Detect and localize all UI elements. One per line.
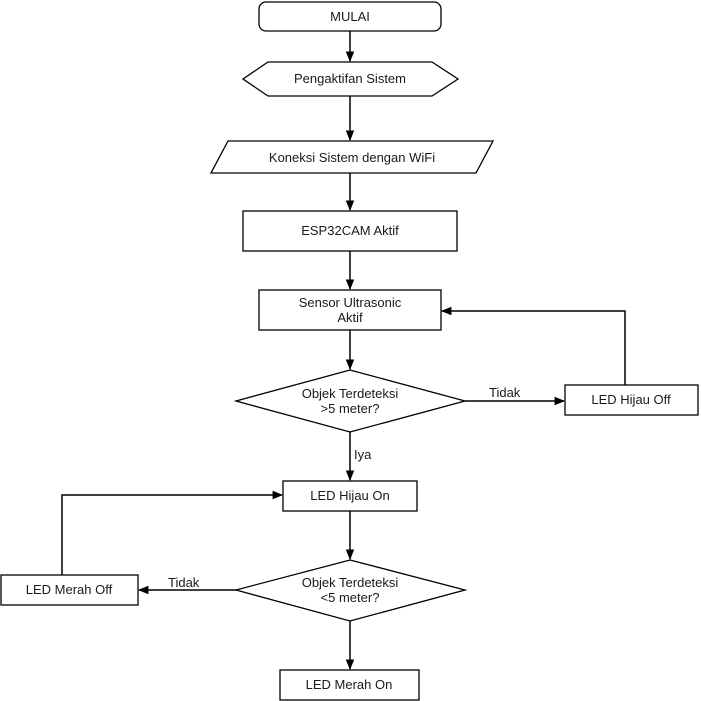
esp32cam-process: ESP32CAM Aktif — [242, 210, 458, 252]
decision2-label-line2: <5 meter? — [321, 590, 380, 605]
led-red-on-process: LED Merah On — [279, 669, 420, 701]
decision-over-5m: Objek Terdeteksi >5 meter? — [233, 369, 468, 433]
led-green-on-label: LED Hijau On — [310, 488, 389, 503]
led-green-off-label: LED Hijau Off — [591, 392, 671, 407]
sensor-label-line2: Aktif — [337, 310, 363, 325]
led-red-on-label: LED Merah On — [306, 677, 393, 692]
led-red-off-process: LED Merah Off — [0, 574, 139, 606]
edge-green-off-loop — [440, 306, 626, 385]
led-green-off-process: LED Hijau Off — [564, 384, 699, 416]
led-green-on-process: LED Hijau On — [282, 480, 418, 512]
edge-red-off-loop — [61, 490, 284, 575]
led-red-off-label: LED Merah Off — [26, 582, 113, 597]
start-label: MULAI — [330, 9, 370, 24]
esp32cam-label: ESP32CAM Aktif — [301, 223, 399, 238]
activate-system-label: Pengaktifan Sistem — [294, 71, 406, 86]
decision2-label-line1: Objek Terdeteksi — [302, 575, 399, 590]
start-terminator: MULAI — [258, 1, 442, 32]
edge-label-d2-no: Tidak — [168, 575, 200, 590]
sensor-label-line1: Sensor Ultrasonic — [299, 295, 402, 310]
decision-under-5m: Objek Terdeteksi <5 meter? — [233, 559, 468, 622]
activate-system-hexagon: Pengaktifan Sistem — [241, 61, 460, 97]
sensor-ultrasonic-process: Sensor Ultrasonic Aktif — [258, 289, 442, 331]
decision1-label-line1: Objek Terdeteksi — [302, 386, 399, 401]
edge-label-d1-no: Tidak — [489, 385, 521, 400]
wifi-connection-parallelogram: Koneksi Sistem dengan WiFi — [209, 140, 495, 174]
wifi-connection-label: Koneksi Sistem dengan WiFi — [269, 150, 435, 165]
decision1-label-line2: >5 meter? — [321, 401, 380, 416]
edge-label-d1-yes: Iya — [354, 447, 372, 462]
